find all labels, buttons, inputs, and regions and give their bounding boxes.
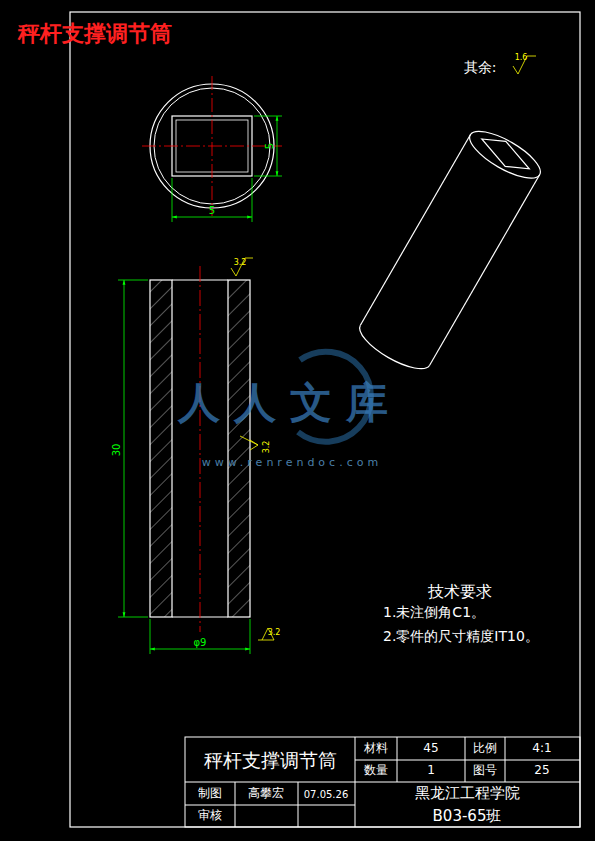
table-cell: 07.05.26: [304, 789, 349, 800]
table-cell: 图号: [473, 764, 497, 777]
table-cell: 制图: [198, 787, 222, 800]
table-cell: 黑龙江工程学院: [415, 785, 520, 802]
table-cell: B03-65班: [433, 808, 502, 825]
dimension: 5: [264, 143, 275, 149]
roughness-value: 1.6: [515, 54, 528, 63]
dimension: 5: [209, 205, 215, 216]
table-cell: 审核: [198, 809, 222, 822]
watermark: 人人文库: [178, 380, 402, 426]
note-line: 2.零件的尺寸精度IT10。: [383, 629, 539, 644]
table-cell: 45: [423, 742, 438, 755]
table-cell: 材料: [364, 742, 388, 755]
table-cell: 比例: [473, 742, 497, 755]
roughness-value: 3.2: [263, 441, 272, 454]
roughness-value: 3.2: [234, 259, 247, 268]
sheet-title: 秤杆支撑调节筒: [18, 22, 172, 46]
roughness-value: 3.2: [268, 629, 281, 638]
note-line: 1.未注倒角C1。: [383, 605, 485, 620]
table-cell: 数量: [364, 764, 388, 777]
table-cell: 4:1: [532, 742, 551, 755]
note-heading: 技术要求: [428, 583, 492, 601]
table-cell: 高攀宏: [248, 787, 284, 800]
table-cell: 秤杆支撑调节筒: [204, 750, 337, 771]
watermark: www.renrendoc.com: [202, 457, 382, 469]
dimension: 30: [111, 444, 122, 457]
roughness-note: 其余:: [464, 60, 497, 75]
table-cell: 1: [427, 764, 435, 777]
table-cell: 25: [534, 764, 549, 777]
dimension: φ9: [194, 637, 207, 648]
